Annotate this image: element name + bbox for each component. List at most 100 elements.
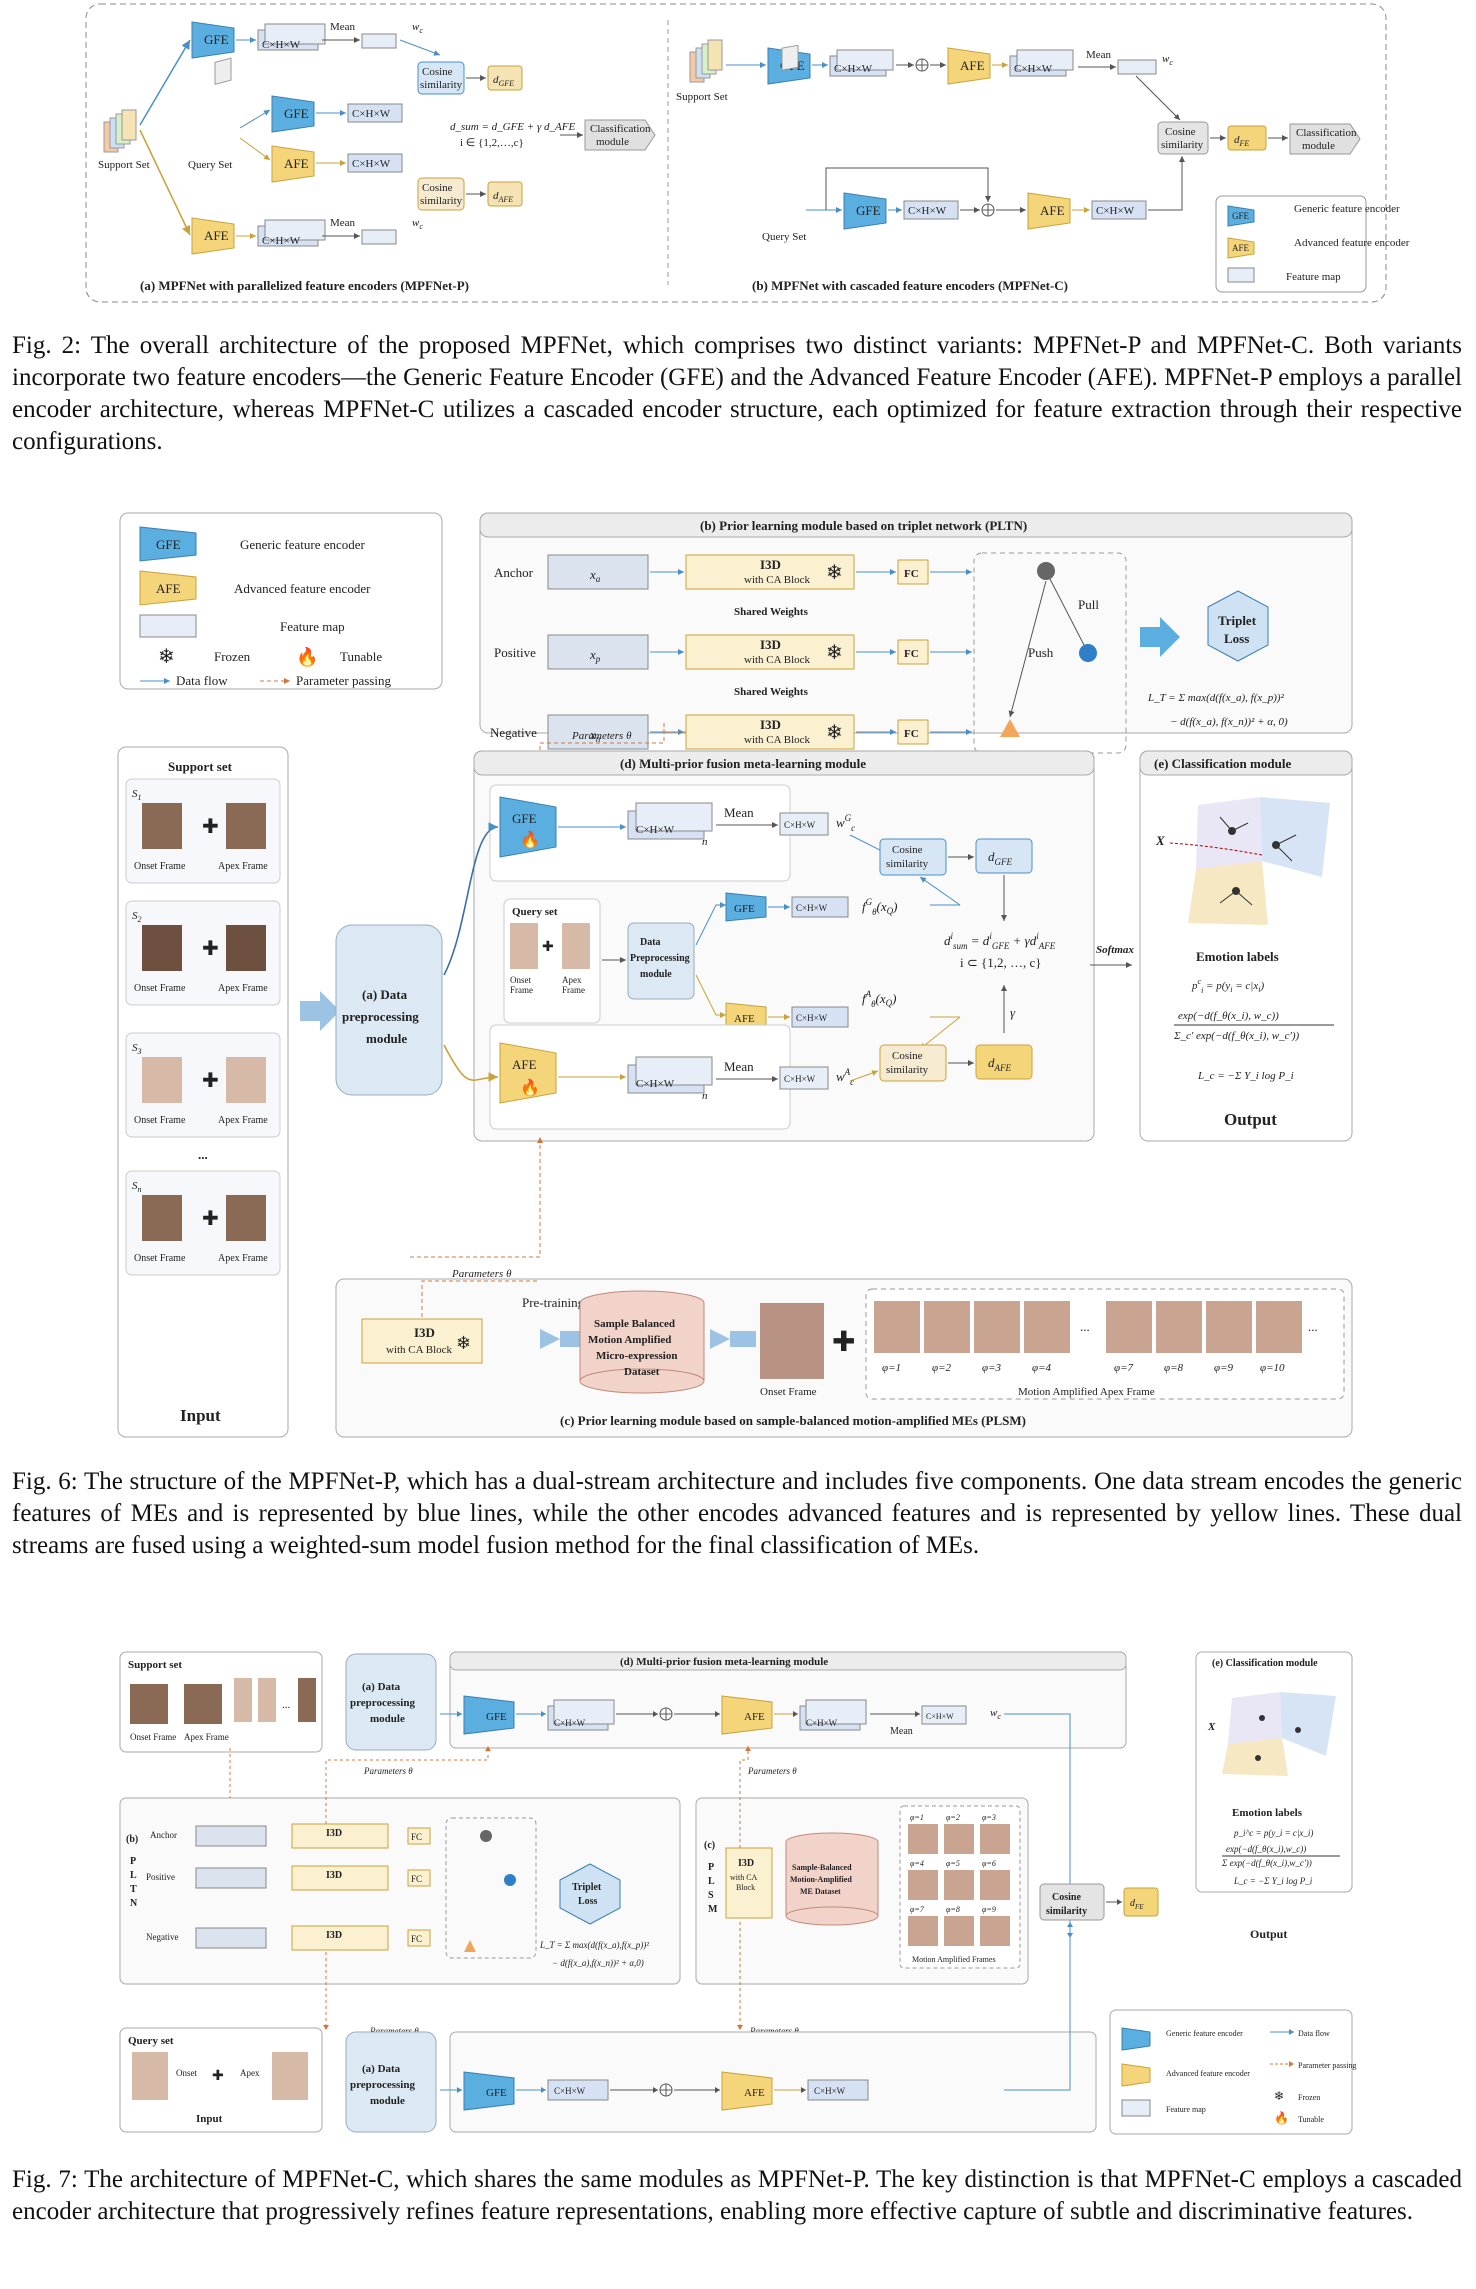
gfe-encoder-icon	[463, 2071, 515, 2111]
svg-text:GFE: GFE	[512, 811, 537, 826]
svg-text:✚: ✚	[202, 1208, 219, 1230]
gfe-label: GFE	[204, 32, 229, 47]
svg-text:φ=3: φ=3	[982, 1362, 1002, 1374]
svg-text:C×H×W: C×H×W	[784, 1074, 816, 1084]
svg-text:AFE: AFE	[1040, 203, 1065, 218]
svg-text:(d) Multi-prior fusion meta-le: (d) Multi-prior fusion meta-learning mod…	[620, 1656, 828, 1668]
svg-text:similarity: similarity	[1046, 1906, 1087, 1917]
svg-text:Data: Data	[640, 937, 661, 948]
svg-text:similarity: similarity	[420, 195, 463, 207]
svg-text:− d(f(x_a),f(x_n))² + α,0): − d(f(x_a),f(x_n))² + α,0)	[552, 1958, 644, 1968]
svg-text:Positive: Positive	[494, 645, 536, 660]
svg-text:Frozen: Frozen	[1298, 2093, 1320, 2102]
svg-text:φ=8: φ=8	[1164, 1362, 1184, 1374]
svg-text:Anchor: Anchor	[494, 565, 534, 580]
svg-text:✚: ✚	[202, 1070, 219, 1092]
svg-text:🔥: 🔥	[520, 830, 540, 849]
svg-text:✚: ✚	[202, 938, 219, 960]
svg-text:Onset Frame: Onset Frame	[134, 983, 186, 994]
figure-2: Support Set GFE C×H×W Mean wc Query Set …	[0, 0, 1476, 310]
svg-text:Softmax: Softmax	[1096, 944, 1134, 956]
pltn-positive-row: Positive xp I3D with CA Block ❄ FC	[494, 634, 929, 670]
svg-text:...: ...	[282, 1699, 291, 1711]
svg-text:n: n	[702, 1090, 708, 1102]
svg-text:FC: FC	[904, 568, 919, 580]
svg-text:❄: ❄	[826, 642, 843, 664]
afe-encoder-icon	[721, 1695, 773, 1735]
svg-text:Block: Block	[736, 1883, 755, 1892]
svg-text:S3: S3	[132, 1042, 142, 1056]
svg-text:γ: γ	[1010, 1005, 1016, 1020]
svg-text:Output: Output	[1250, 1927, 1287, 1941]
svg-text:X: X	[1155, 833, 1165, 848]
svg-text:with CA Block: with CA Block	[744, 574, 811, 586]
svg-text:C×H×W: C×H×W	[926, 1712, 954, 1721]
svg-text:I3D: I3D	[760, 717, 781, 732]
svg-text:N: N	[130, 1898, 138, 1909]
svg-text:M: M	[708, 1904, 718, 1915]
svg-text:Motion Amplified Apex Frame: Motion Amplified Apex Frame	[1018, 1386, 1155, 1398]
afe-encoder-icon	[721, 2071, 773, 2111]
svg-text:I3D: I3D	[326, 1828, 342, 1839]
svg-text:Cosine: Cosine	[1052, 1892, 1081, 1903]
svg-text:T: T	[130, 1884, 137, 1895]
svg-text:AFE: AFE	[512, 1057, 537, 1072]
svg-text:GFE: GFE	[486, 1711, 507, 1723]
svg-text:with CA Block: with CA Block	[744, 734, 811, 746]
svg-text:φ=9: φ=9	[1214, 1362, 1234, 1374]
svg-text:similarity: similarity	[1161, 139, 1204, 151]
support-stack	[103, 109, 137, 153]
svg-text:C×H×W: C×H×W	[796, 903, 828, 913]
afe-encoder-icon	[191, 217, 235, 255]
svg-text:with CA Block: with CA Block	[386, 1344, 453, 1356]
svg-text:S1: S1	[132, 788, 142, 802]
svg-text:Parameters θ: Parameters θ	[363, 1766, 413, 1776]
svg-text:(a) Data: (a) Data	[362, 2063, 401, 2075]
svg-text:ME Dataset: ME Dataset	[800, 1887, 841, 1896]
svg-text:AFE: AFE	[960, 58, 985, 73]
svg-text:❄: ❄	[826, 722, 843, 744]
svg-text:Data flow: Data flow	[176, 673, 228, 688]
svg-text:L: L	[708, 1876, 715, 1887]
svg-text:φ=2: φ=2	[946, 1813, 960, 1822]
svg-text:φ=7: φ=7	[910, 1905, 925, 1914]
fig7-amplified-grid	[908, 1824, 1010, 1946]
legend-map: Feature map	[1286, 271, 1341, 283]
amplified-frames: ... ...	[874, 1301, 1318, 1353]
svg-text:✚: ✚	[832, 1327, 855, 1358]
svg-text:Preprocessing: Preprocessing	[630, 953, 690, 964]
svg-text:Onset: Onset	[510, 975, 531, 985]
gfe-encoder-icon	[725, 892, 767, 922]
svg-text:φ=4: φ=4	[910, 1859, 924, 1868]
svg-text:Advanced feature encoder: Advanced feature encoder	[1166, 2069, 1250, 2078]
triplet-loss-hexagon	[1207, 590, 1269, 662]
svg-text:Σ_c' exp(−d(f_θ(x_i), w_c')): Σ_c' exp(−d(f_θ(x_i), w_c'))	[1173, 1030, 1299, 1042]
svg-text:L_T = Σ max(d(f(x_a), f(x_p))²: L_T = Σ max(d(f(x_a), f(x_p))²	[1147, 692, 1285, 704]
afe-encoder-icon	[271, 145, 315, 183]
svg-text:Mean: Mean	[890, 1726, 913, 1737]
svg-text:i ⊂ {1,2, …, c}: i ⊂ {1,2, …, c}	[960, 955, 1042, 970]
svg-text:L_c = −Σ Y_i log P_i: L_c = −Σ Y_i log P_i	[1233, 1876, 1313, 1886]
svg-text:φ=6: φ=6	[982, 1859, 996, 1868]
svg-text:Anchor: Anchor	[150, 1830, 177, 1840]
svg-text:Tunable: Tunable	[340, 649, 382, 664]
svg-text:Parameter passing: Parameter passing	[296, 673, 391, 688]
svg-text:Pre-training: Pre-training	[522, 1295, 585, 1310]
svg-text:I3D: I3D	[738, 1858, 754, 1869]
svg-text:S: S	[708, 1890, 714, 1901]
svg-text:φ=2: φ=2	[932, 1362, 952, 1374]
svg-text:Motion Amplified: Motion Amplified	[588, 1334, 671, 1346]
svg-text:exp(−d(f_θ(x_i),w_c)): exp(−d(f_θ(x_i),w_c))	[1226, 1844, 1306, 1854]
svg-text:φ=4: φ=4	[1032, 1362, 1052, 1374]
svg-text:Support set: Support set	[128, 1659, 182, 1671]
fig7-caption: Fig. 7: The architecture of MPFNet-C, wh…	[12, 2166, 1462, 2225]
svg-text:C×H×W: C×H×W	[262, 39, 301, 51]
svg-text:Onset Frame: Onset Frame	[134, 1115, 186, 1126]
svg-text:C×H×W: C×H×W	[834, 63, 873, 75]
svg-text:I3D: I3D	[414, 1325, 435, 1340]
svg-text:module: module	[640, 969, 672, 980]
figure-2-diagram: Support Set GFE C×H×W Mean wc Query Set …	[85, 3, 1410, 303]
